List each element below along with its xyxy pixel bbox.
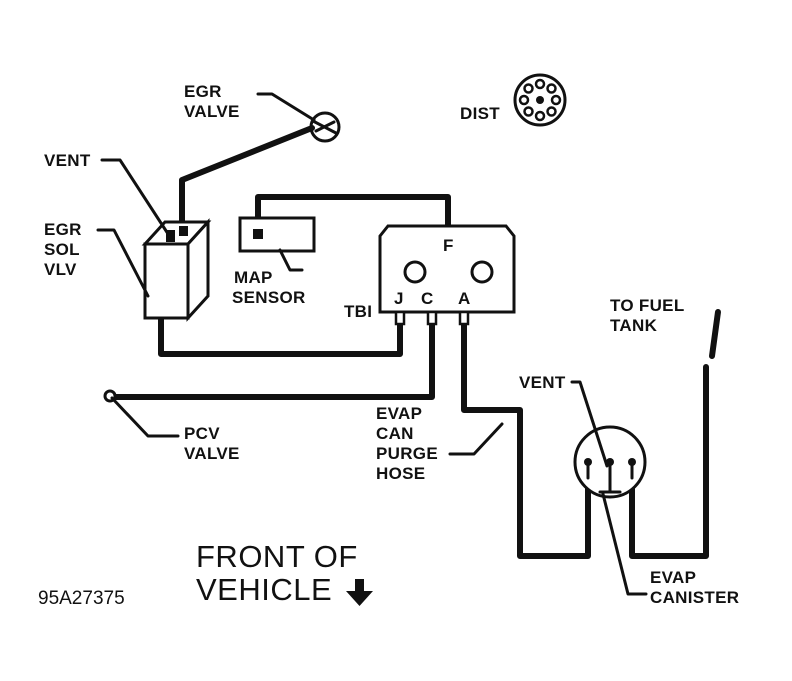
fuel-tank-hose (629, 364, 709, 559)
front-of-vehicle-line2: VEHICLE (196, 572, 333, 607)
egr-valve-hose (179, 125, 315, 231)
vent-canister-label: VENT (519, 373, 566, 392)
egr-valve-label-line2: VALVE (184, 102, 240, 121)
map-sensor (238, 216, 316, 253)
egr-sol-vlv-label: EGR SOL VLV (44, 220, 82, 280)
egr-sol-leader (96, 228, 150, 298)
egr-valve-label: EGR VALVE (184, 82, 240, 122)
map-sensor-line2: SENSOR (232, 288, 306, 307)
map-sensor-line1: MAP (234, 268, 273, 287)
front-of-vehicle-line1: FRONT OF (196, 539, 358, 574)
dist-label: DIST (460, 104, 500, 123)
port-a-label: A (458, 289, 471, 308)
arrow-down-icon (346, 579, 373, 606)
map-sensor-hose (255, 194, 451, 235)
purge-hose-leader (448, 422, 504, 456)
vent-top-leader (100, 158, 174, 242)
to-fuel-tank-line2: TANK (610, 316, 658, 335)
to-fuel-tank-line1: TO FUEL (610, 296, 685, 315)
port-c-label: C (421, 289, 434, 308)
fuel-tank-hose-break (709, 309, 721, 359)
egr-valve-label-line1: EGR (184, 82, 222, 101)
purge-hose-line1: EVAP (376, 404, 423, 423)
tbi-j-to-egr-sol-hose (158, 315, 403, 357)
figure-code: 95A27375 (38, 588, 125, 609)
egr-valve-leader (256, 92, 316, 122)
pcv-valve-line1: PCV (184, 424, 220, 443)
pcv-hose (109, 319, 435, 400)
evap-canister-label: EVAP CANISTER (650, 568, 739, 608)
pcv-valve-label: PCV VALVE (184, 424, 240, 464)
evap-canister-line2: CANISTER (650, 588, 740, 607)
evap-can-purge-hose-label: EVAP CAN PURGE HOSE (376, 404, 438, 484)
egr-sol-vlv-line1: EGR (44, 220, 82, 239)
evap-canister-line1: EVAP (650, 568, 697, 587)
evap-canister-leader (601, 492, 648, 596)
port-j-label: J (394, 289, 404, 308)
vent-canister-leader (570, 380, 609, 468)
purge-hose-line3: PURGE (376, 444, 438, 463)
vent-top-label: VENT (44, 151, 91, 170)
tbi-label: TBI (344, 302, 373, 321)
egr-valve (309, 111, 341, 143)
evap-purge-hose (461, 319, 591, 559)
pcv-valve-line2: VALVE (184, 444, 240, 463)
distributor-icon (513, 73, 567, 127)
map-sensor-label: MAP SENSOR (232, 268, 306, 308)
map-sensor-leader (278, 248, 304, 272)
egr-sol-vlv-line3: VLV (44, 260, 77, 279)
tbi-unit (378, 224, 516, 326)
egr-sol-vlv-line2: SOL (44, 240, 80, 259)
pcv-leader (110, 396, 180, 438)
egr-sol-vlv (141, 218, 212, 322)
front-of-vehicle-label: FRONT OF VEHICLE (196, 540, 358, 606)
purge-hose-line4: HOSE (376, 464, 426, 483)
port-f-label: F (443, 236, 454, 255)
purge-hose-line2: CAN (376, 424, 414, 443)
evap-canister (573, 425, 647, 499)
to-fuel-tank-label: TO FUEL TANK (610, 296, 685, 336)
